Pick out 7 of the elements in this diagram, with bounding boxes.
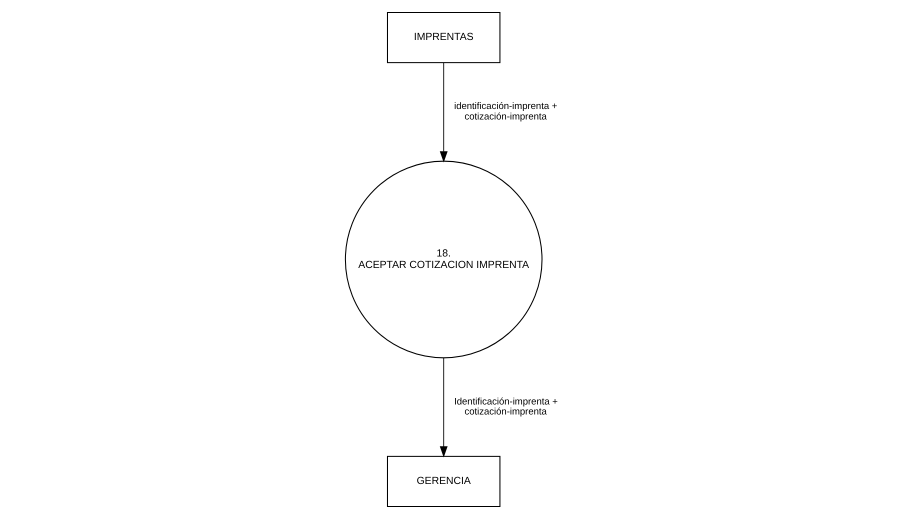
node-box: IMPRENTAS bbox=[386, 12, 500, 64]
arrow bbox=[440, 357, 448, 458]
node-circle: 18. ACEPTAR COTIZACION IMPRENTA bbox=[344, 160, 543, 358]
node-box: GERENCIA bbox=[386, 456, 500, 508]
edge-label: Identificación-imprenta + cotización-imprenta bbox=[454, 396, 558, 418]
arrow bbox=[440, 62, 448, 163]
edge-label: identificación-imprenta + cotización-imprenta bbox=[454, 101, 558, 123]
